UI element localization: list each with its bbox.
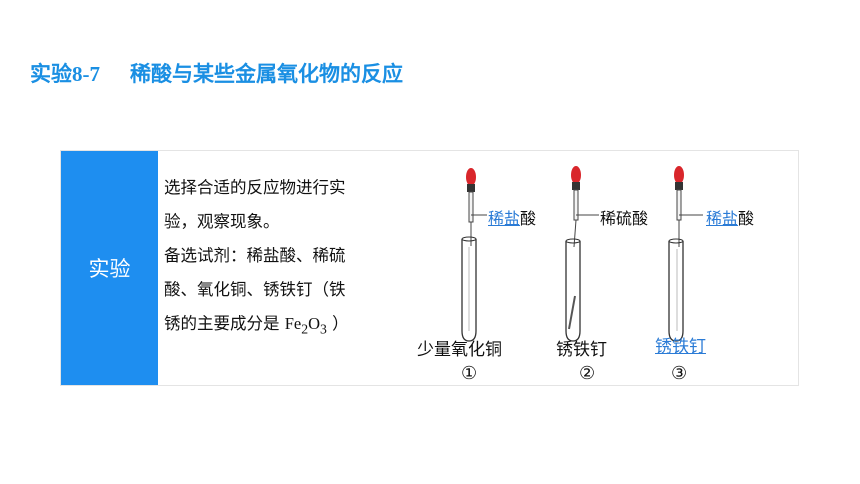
- tube-content-3: 锈铁钉: [655, 337, 706, 357]
- experiment-diagram: 稀盐酸 稀硫酸 稀盐酸 少量氧化铜 锈铁钉 锈铁钉 ① ② ③: [411, 151, 798, 385]
- description-line-formula: 锈的主要成分是 Fe2O3 ）: [164, 314, 349, 337]
- test-tube-2: [565, 238, 581, 342]
- apparatus-drawing: [461, 166, 703, 342]
- dropper-2: [571, 166, 599, 248]
- experiment-panel: 实验 选择合适的反应物进行实 验，观察现象。 备选试剂：稀盐酸、稀硫 酸、氧化铜…: [60, 150, 799, 386]
- description-line: 选择合适的反应物进行实: [164, 178, 346, 197]
- description-line: 备选试剂：稀盐酸、稀硫: [164, 246, 346, 265]
- test-tube-1: [461, 236, 477, 342]
- tube-content-2: 锈铁钉: [556, 340, 607, 360]
- title-text: 稀酸与某些金属氧化物的反应: [130, 62, 403, 86]
- reagent-label-2: 稀硫酸: [600, 209, 649, 228]
- title-number: 8-7: [72, 62, 100, 86]
- dropper-3: [674, 166, 703, 247]
- description-line: 验，观察现象。: [164, 212, 280, 231]
- chemical-formula: Fe2O3: [284, 314, 327, 337]
- dropper-1: [466, 168, 487, 246]
- title-prefix: 实验: [30, 62, 72, 86]
- tube-content-1: 少量氧化铜: [417, 340, 502, 360]
- test-tube-3: [668, 238, 684, 342]
- experiment-label-text: 实验: [88, 257, 131, 281]
- description-line: 酸、氧化铜、锈铁钉（铁: [164, 280, 346, 299]
- reagent-label-3: 稀盐酸: [706, 209, 755, 228]
- reagent-label-1: 稀盐酸: [488, 209, 537, 228]
- experiment-label: 实验: [61, 151, 158, 385]
- tube-number-1: ①: [461, 363, 478, 384]
- page-title: 实验8-7 稀酸与某些金属氧化物的反应: [30, 58, 403, 88]
- tube-number-3: ③: [671, 363, 688, 384]
- tube-number-2: ②: [579, 363, 596, 384]
- experiment-description: 选择合适的反应物进行实 验，观察现象。 备选试剂：稀盐酸、稀硫 酸、氧化铜、锈铁…: [164, 171, 409, 346]
